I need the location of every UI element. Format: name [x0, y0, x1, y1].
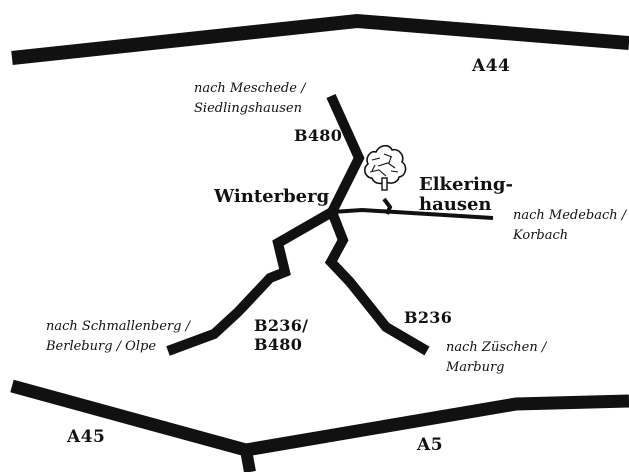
- road-label-b236-b480-line2: B480: [254, 335, 303, 354]
- destination-label-medebach: nach Medebach / Korbach: [513, 206, 626, 246]
- motorway-a45-a5: [10, 379, 629, 457]
- destination-meschede-line2: Siedlingshausen: [194, 101, 302, 116]
- destination-label-zuschen: nach Züschen / Marburg: [446, 338, 546, 378]
- destination-zuschen-line2: Marburg: [446, 360, 505, 375]
- destination-zuschen-line1: nach Züschen /: [446, 340, 547, 355]
- destination-schmallenberg-line1: nach Schmallenberg /: [46, 319, 190, 334]
- place-label-elkeringhausen-line1: Elkering-: [419, 174, 513, 195]
- road-label-b480: B480: [294, 126, 343, 145]
- road-access-elkeringhausen: [382, 197, 393, 215]
- motorway-label-a5: A5: [417, 435, 444, 455]
- road-label-b236-b480-line1: B236/: [254, 316, 309, 335]
- road-label-b236: B236: [404, 308, 453, 327]
- destination-label-meschede: nach Meschede / Siedlingshausen: [194, 79, 305, 119]
- place-label-elkeringhausen-line2: hausen: [419, 194, 492, 215]
- destination-schmallenberg-line2: Berleburg / Olpe: [46, 339, 157, 354]
- destination-meschede-line1: nach Meschede /: [194, 81, 306, 96]
- road-b480-north: [326, 93, 365, 215]
- destination-medebach-line2: Korbach: [513, 228, 569, 243]
- place-label-winterberg: Winterberg: [214, 186, 330, 207]
- destination-label-schmallenberg: nach Schmallenberg / Berleburg / Olpe: [46, 317, 190, 357]
- road-b236-southeast: [324, 210, 430, 356]
- destination-medebach-line1: nach Medebach /: [513, 208, 627, 223]
- motorway-a5-branch: [240, 448, 256, 472]
- motorway-label-a45: A45: [67, 427, 106, 447]
- road-b236-b480-southwest: [166, 207, 335, 356]
- road-east-medebach: [331, 207, 494, 220]
- motorway-label-a44: A44: [472, 56, 511, 76]
- tree-icon: [363, 144, 407, 191]
- motorway-a44: [11, 13, 629, 65]
